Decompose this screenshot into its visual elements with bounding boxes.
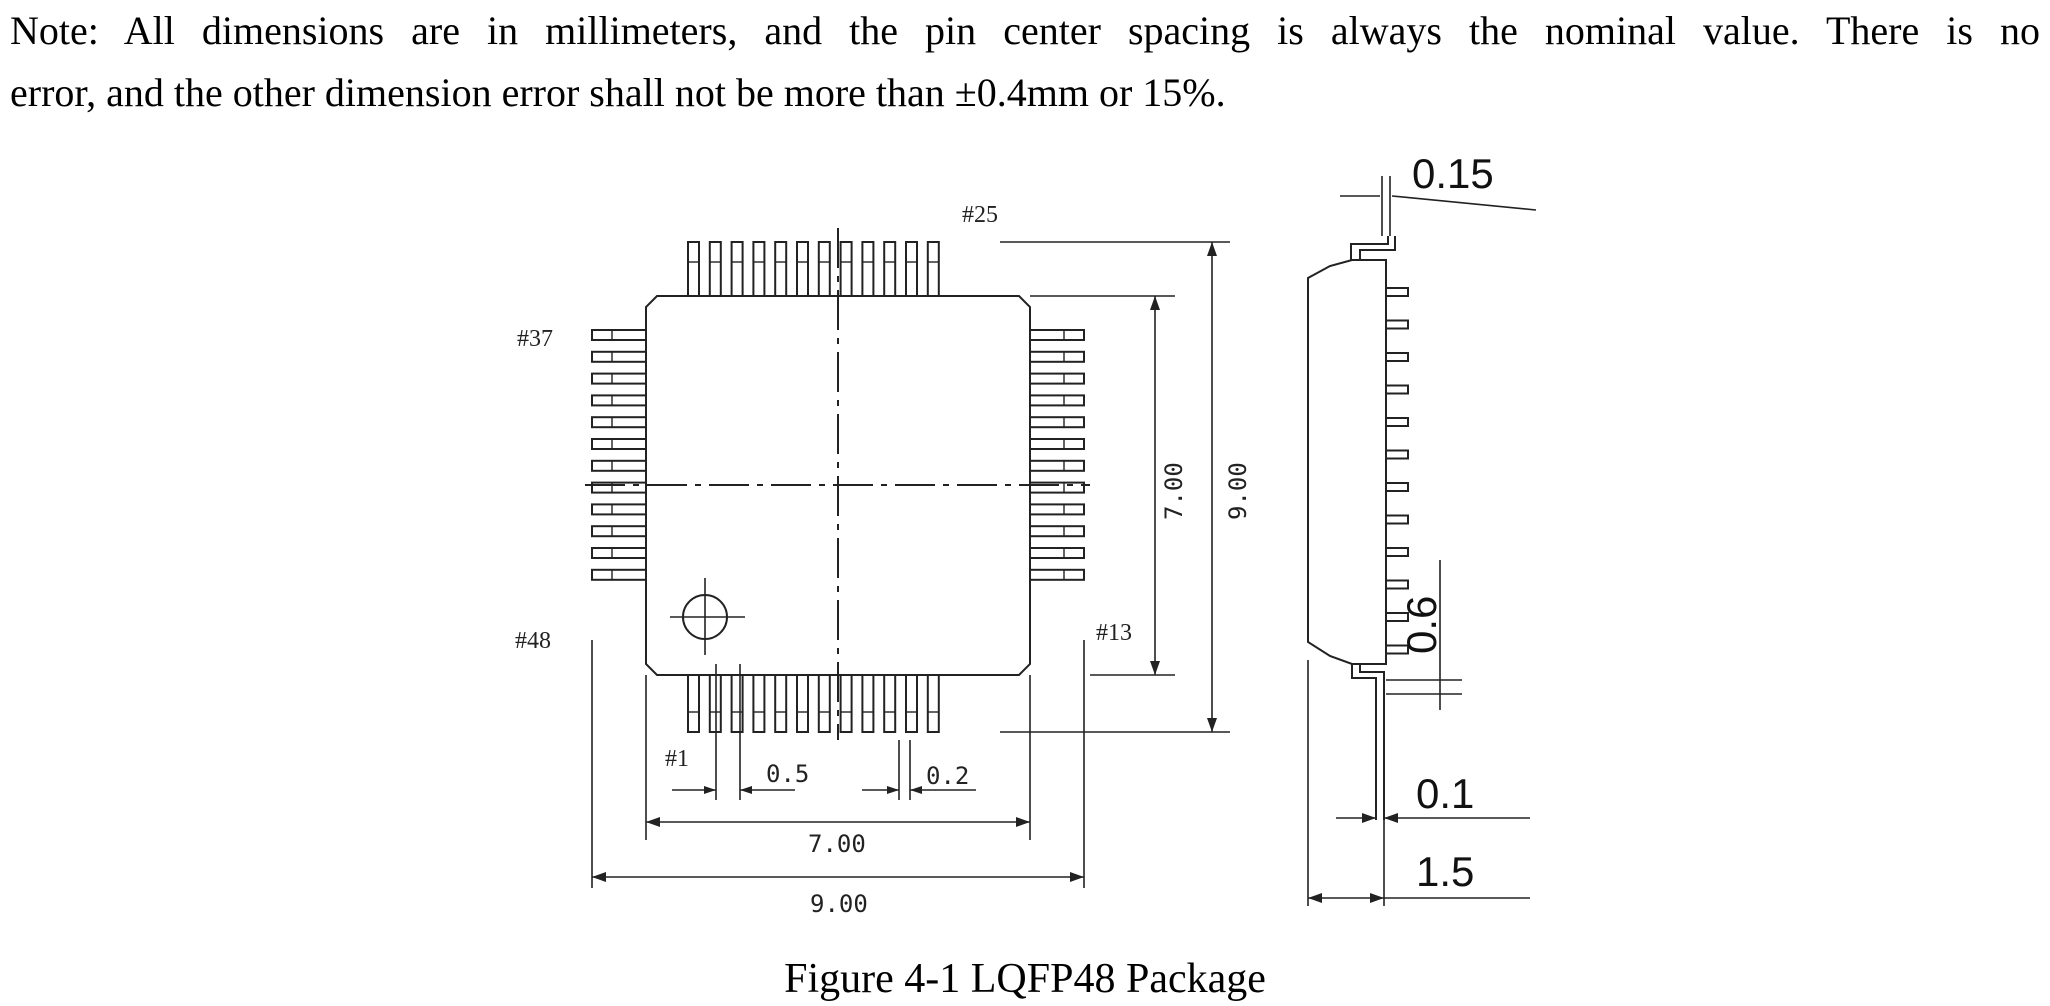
lead-thickness-value: 0.15 bbox=[1412, 150, 1494, 197]
pitch-dimension: 0.5 bbox=[672, 664, 809, 800]
pins-right-column bbox=[1029, 329, 1085, 581]
pitch-value: 0.5 bbox=[766, 760, 809, 788]
top-pin bbox=[817, 241, 831, 297]
lead-width-dimension: 0.2 bbox=[862, 740, 976, 800]
side-lead bbox=[1385, 417, 1409, 427]
right-pin bbox=[1029, 503, 1085, 516]
top-pin bbox=[730, 241, 744, 297]
pins-top-row bbox=[687, 241, 940, 297]
lower-lead bbox=[1351, 664, 1385, 820]
top-pin bbox=[774, 241, 788, 297]
upper-lead bbox=[1350, 236, 1396, 262]
side-view: 0.15 0.6 0.1 bbox=[1307, 150, 1537, 906]
pin-label-13: #13 bbox=[1096, 620, 1132, 646]
package-height-dimension: 1.5 bbox=[1307, 660, 1530, 906]
foot-length-dimension: 0.6 bbox=[1386, 560, 1462, 710]
top-view: #25 #37 #48 #13 #1 0.5 0.2 bbox=[515, 202, 1252, 918]
pin-label-1: #1 bbox=[665, 746, 689, 772]
overall-height-value: 9.00 bbox=[1224, 462, 1252, 520]
left-pin bbox=[591, 372, 647, 385]
note-line-1: Note: All dimensions are in millimeters,… bbox=[10, 8, 2040, 53]
left-pin bbox=[591, 459, 647, 472]
left-pin bbox=[591, 329, 647, 341]
bottom-pin bbox=[883, 674, 897, 733]
left-pin bbox=[591, 525, 647, 538]
right-pin bbox=[1029, 459, 1085, 472]
bottom-pin bbox=[687, 674, 700, 733]
side-lead bbox=[1385, 612, 1409, 622]
left-pin bbox=[591, 547, 647, 559]
right-pin bbox=[1029, 329, 1085, 341]
side-lead bbox=[1385, 482, 1409, 492]
left-pin bbox=[591, 416, 647, 429]
top-pin bbox=[687, 241, 700, 297]
left-pin bbox=[591, 438, 647, 450]
top-pin bbox=[861, 241, 875, 297]
right-pin bbox=[1029, 394, 1085, 407]
bottom-pin bbox=[905, 674, 918, 733]
body-height-value: 7.00 bbox=[1160, 462, 1188, 520]
pin1-marker-icon bbox=[670, 578, 745, 655]
dimension-note: Note: All dimensions are in millimeters,… bbox=[10, 0, 2040, 124]
figure-caption: Figure 4-1 LQFP48 Package bbox=[784, 956, 1266, 1002]
side-lead bbox=[1385, 449, 1409, 460]
standoff-dimension: 0.1 bbox=[1336, 770, 1530, 823]
top-pin bbox=[905, 241, 918, 297]
right-pin bbox=[1029, 438, 1085, 450]
body-height-dimension: 7.00 bbox=[1030, 295, 1188, 676]
body-width-dimension: 7.00 bbox=[645, 675, 1031, 858]
side-lead bbox=[1385, 287, 1409, 297]
left-pin bbox=[591, 350, 647, 363]
bottom-pin bbox=[752, 674, 766, 733]
top-pin bbox=[796, 241, 809, 297]
left-pin bbox=[591, 503, 647, 516]
right-pin bbox=[1029, 372, 1085, 385]
side-lead bbox=[1385, 579, 1409, 590]
pin-label-37: #37 bbox=[517, 326, 553, 352]
pin-label-25: #25 bbox=[962, 202, 998, 228]
overall-width-value: 9.00 bbox=[810, 890, 868, 918]
side-lead bbox=[1385, 319, 1409, 330]
pin-label-48: #48 bbox=[515, 628, 551, 654]
side-lead bbox=[1385, 547, 1409, 557]
side-lead bbox=[1385, 514, 1409, 525]
bottom-pin bbox=[730, 674, 744, 733]
standoff-value: 0.1 bbox=[1416, 770, 1474, 817]
side-lead bbox=[1385, 644, 1409, 655]
top-pin bbox=[752, 241, 766, 297]
right-pin bbox=[1029, 547, 1085, 559]
side-lead bbox=[1385, 384, 1409, 395]
bottom-pin bbox=[796, 674, 809, 733]
right-pin bbox=[1029, 525, 1085, 538]
right-pin bbox=[1029, 350, 1085, 363]
overall-width-dimension: 9.00 bbox=[591, 640, 1085, 918]
side-view-leads bbox=[1385, 287, 1409, 655]
body-width-value: 7.00 bbox=[808, 830, 866, 858]
note-line-2: error, and the other dimension error sha… bbox=[10, 70, 1226, 115]
top-pin bbox=[708, 241, 722, 297]
top-pin bbox=[883, 241, 897, 297]
top-pin bbox=[839, 241, 853, 297]
pins-left-column bbox=[591, 329, 647, 581]
bottom-pin bbox=[774, 674, 788, 733]
right-pin bbox=[1029, 416, 1085, 429]
left-pin bbox=[591, 568, 647, 581]
bottom-pin bbox=[861, 674, 875, 733]
bottom-pin bbox=[839, 674, 853, 733]
side-view-body bbox=[1307, 259, 1387, 665]
lead-thickness-dimension: 0.15 bbox=[1340, 150, 1537, 236]
top-pin bbox=[926, 241, 940, 297]
bottom-pin bbox=[926, 674, 940, 733]
foot-length-value: 0.6 bbox=[1398, 596, 1445, 654]
bottom-pin bbox=[817, 674, 831, 733]
left-pin bbox=[591, 394, 647, 407]
lead-width-value: 0.2 bbox=[926, 762, 969, 790]
overall-height-dimension: 9.00 bbox=[1000, 241, 1252, 733]
right-pin bbox=[1029, 568, 1085, 581]
side-lead bbox=[1385, 352, 1409, 362]
package-height-value: 1.5 bbox=[1416, 848, 1474, 895]
pins-bottom-row bbox=[687, 674, 940, 733]
